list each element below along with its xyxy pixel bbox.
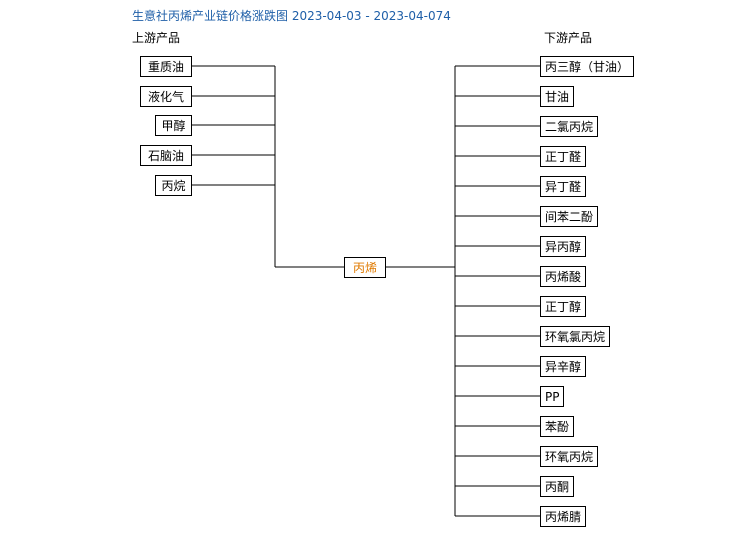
upstream-node[interactable]: 石脑油 [140, 145, 192, 166]
upstream-node[interactable]: 甲醇 [155, 115, 192, 136]
downstream-node[interactable]: 丙三醇（甘油） [540, 56, 635, 77]
downstream-node[interactable]: 丙烯腈 [540, 506, 587, 527]
downstream-node[interactable]: 异丙醇 [540, 236, 587, 257]
upstream-node[interactable]: 丙烷 [155, 175, 192, 196]
downstream-node[interactable]: 间苯二酚 [540, 206, 599, 227]
downstream-node[interactable]: 异辛醇 [540, 356, 587, 377]
downstream-node[interactable]: 正丁醇 [540, 296, 587, 317]
upstream-node[interactable]: 液化气 [140, 86, 192, 107]
downstream-node[interactable]: 正丁醛 [540, 146, 587, 167]
downstream-node[interactable]: 丙烯酸 [540, 266, 587, 287]
downstream-node[interactable]: 环氧丙烷 [540, 446, 599, 467]
upstream-header: 上游产品 [132, 31, 181, 45]
upstream-node[interactable]: 重质油 [140, 56, 192, 77]
chart-title: 生意社丙烯产业链价格涨跌图 2023-04-03 - 2023-04-074 [132, 9, 451, 23]
downstream-header: 下游产品 [544, 31, 593, 45]
downstream-node[interactable]: 异丁醛 [540, 176, 587, 197]
downstream-node[interactable]: 丙酮 [540, 476, 575, 497]
downstream-node[interactable]: 苯酚 [540, 416, 575, 437]
downstream-node[interactable]: 二氯丙烷 [540, 116, 599, 137]
downstream-node[interactable]: PP [540, 386, 565, 407]
downstream-node[interactable]: 甘油 [540, 86, 575, 107]
downstream-node[interactable]: 环氧氯丙烷 [540, 326, 611, 347]
center-product-node[interactable]: 丙烯 [344, 257, 386, 278]
